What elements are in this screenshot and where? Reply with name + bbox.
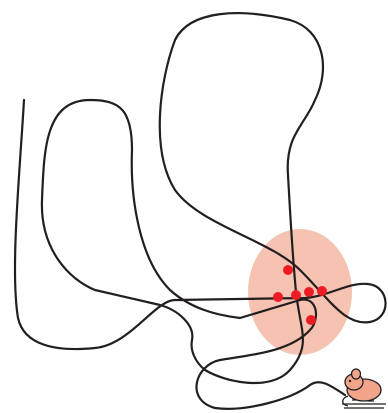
contact-node (291, 290, 301, 300)
contact-node (273, 292, 283, 302)
contact-node (304, 287, 314, 297)
mouse-icon (342, 369, 386, 408)
contact-node (283, 265, 293, 275)
contact-node (317, 286, 327, 296)
contact-node (306, 315, 316, 325)
chromatin-strand (15, 13, 386, 409)
